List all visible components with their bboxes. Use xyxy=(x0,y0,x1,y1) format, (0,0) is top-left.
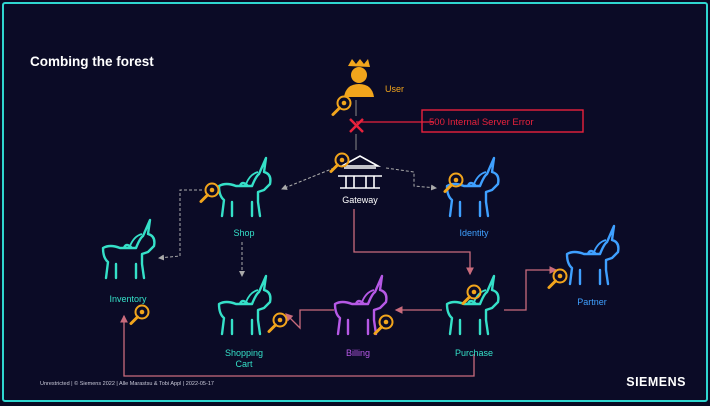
identity-label: Identity xyxy=(459,228,489,238)
gateway-icon xyxy=(338,155,382,189)
inventory-label: Inventory xyxy=(109,294,147,304)
slide: Combing the forest xyxy=(2,2,708,402)
siemens-logo: SIEMENS xyxy=(626,375,686,389)
partner-node[interactable]: Partner xyxy=(547,224,620,307)
unicorn-icon xyxy=(217,274,272,336)
footer-text: Unrestricted | © Siemens 2022 | Alle Mar… xyxy=(40,381,214,387)
billing-node[interactable]: Billing xyxy=(333,274,394,358)
shopping-cart-label-line2: Cart xyxy=(235,359,253,369)
slide-title: Combing the forest xyxy=(30,54,154,69)
unicorn-icon xyxy=(333,274,388,336)
user-label: User xyxy=(385,84,404,94)
gateway-label: Gateway xyxy=(342,195,378,205)
purchase-label: Purchase xyxy=(455,348,493,358)
unicorn-icon xyxy=(565,224,620,286)
gateway-node[interactable]: Gateway xyxy=(329,152,382,206)
error-cross-icon xyxy=(349,118,364,133)
error-callout: 500 Internal Server Error xyxy=(421,109,584,133)
user-node[interactable]: User xyxy=(331,59,404,116)
inventory-node[interactable]: Inventory xyxy=(101,218,156,325)
connector-lines xyxy=(120,100,558,377)
shopping-cart-label-line1: Shopping xyxy=(225,348,263,358)
unicorn-icon xyxy=(217,156,272,218)
error-text: 500 Internal Server Error xyxy=(429,117,534,128)
billing-label: Billing xyxy=(346,348,370,358)
identity-node[interactable]: Identity xyxy=(443,156,500,238)
unicorn-icon xyxy=(101,218,156,280)
purchase-node[interactable]: Purchase xyxy=(445,274,500,358)
shop-node[interactable]: Shop xyxy=(199,156,272,238)
partner-label: Partner xyxy=(577,297,607,307)
shopping-cart-node[interactable]: Shopping Cart xyxy=(217,274,288,369)
shop-label: Shop xyxy=(233,228,254,238)
user-icon xyxy=(331,59,374,116)
architecture-diagram: User 500 Internal Server Error Gateway xyxy=(101,59,620,377)
